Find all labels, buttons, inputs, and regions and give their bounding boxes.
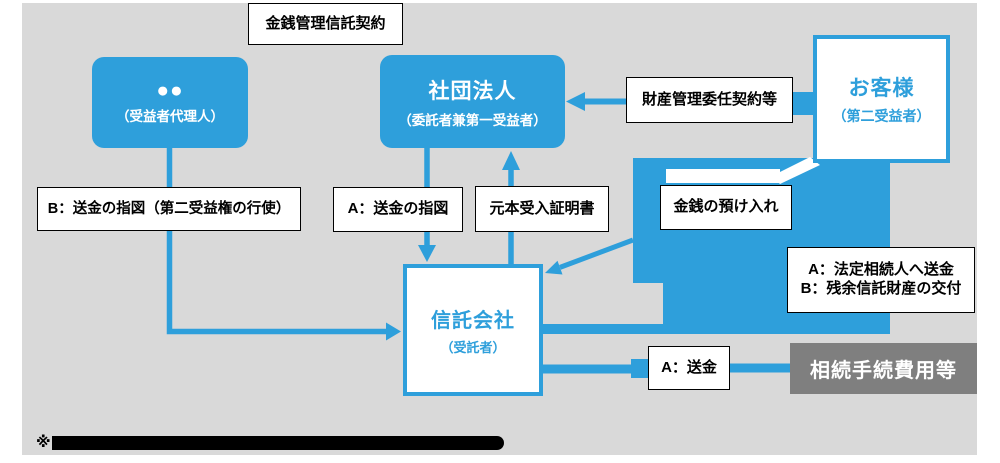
node-customer-title: お客様 <box>848 77 915 100</box>
node-trust-company: 信託会社 （受託者） <box>403 264 543 396</box>
label-a-remit-text: A：送金 <box>661 358 717 376</box>
label-a-remit: A：送金 <box>648 346 730 390</box>
label-heirs-payout-line2: B：残余信託財産の交付 <box>800 280 962 297</box>
node-trust-company-title: 信託会社 <box>431 310 515 332</box>
label-property-mgmt-text: 財産管理委任契約等 <box>641 90 777 108</box>
label-property-mgmt: 財産管理委任契約等 <box>626 77 793 123</box>
footnote-marker: ※ <box>36 434 51 451</box>
label-b-instruction-text: B：送金の指図（第二受益権の行使） <box>47 200 291 217</box>
node-beneficiary-agent: ●● （受益者代理人） <box>92 57 248 148</box>
node-customer: お客様 （第二受益者） <box>813 35 950 163</box>
footnote-redacted-bar <box>51 435 504 450</box>
label-b-instruction: B：送金の指図（第二受益権の行使） <box>37 187 301 231</box>
node-association-subtitle: （委託者兼第一受益者） <box>398 112 547 128</box>
label-principal-receipt: 元本受入証明書 <box>475 186 609 232</box>
node-trust-company-subtitle: （受託者） <box>440 340 506 355</box>
label-a-instruction: A：送金の指図 <box>333 187 463 232</box>
node-inheritance-expenses-text: 相続手続費用等 <box>810 360 957 382</box>
label-principal-receipt-text: 元本受入証明書 <box>489 199 595 217</box>
node-association-title: 社団法人 <box>428 79 517 103</box>
node-beneficiary-agent-title: ●● <box>156 79 184 102</box>
node-beneficiary-agent-subtitle: （受益者代理人） <box>116 109 224 124</box>
node-inheritance-expenses: 相続手続費用等 <box>790 343 977 394</box>
node-association: 社団法人 （委託者兼第一受益者） <box>380 55 565 148</box>
node-customer-subtitle: （第二受益者） <box>832 108 931 124</box>
label-heirs-payout-line1: A：法定相続人へ送金 <box>808 261 954 279</box>
label-trust-contract-text: 金銭管理信託契約 <box>265 14 386 32</box>
label-heirs-payout: A：法定相続人へ送金 B：残余信託財産の交付 <box>787 247 975 313</box>
label-deposit: 金銭の預け入れ <box>660 185 792 230</box>
label-trust-contract: 金銭管理信託契約 <box>248 3 403 45</box>
label-deposit-text: 金銭の預け入れ <box>673 198 779 216</box>
footnote: ※ <box>36 435 504 450</box>
label-a-instruction-text: A：送金の指図 <box>347 200 449 218</box>
